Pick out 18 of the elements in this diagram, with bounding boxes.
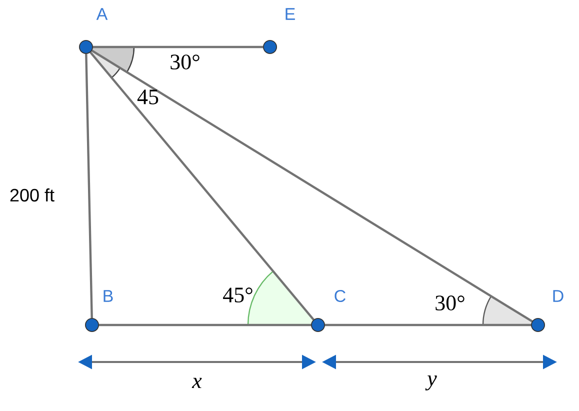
node-label: B bbox=[104, 290, 113, 302]
node-label: C bbox=[334, 290, 346, 302]
variable-label: y bbox=[425, 376, 437, 390]
angle-label: 30° bbox=[436, 296, 464, 310]
angle-label: 45 bbox=[137, 90, 158, 104]
line-segment bbox=[98, 324, 312, 326]
angle-label: 30° bbox=[170, 54, 200, 70]
line-segment bbox=[90, 52, 314, 320]
variable-label: x bbox=[192, 378, 202, 388]
line-segment bbox=[85, 54, 93, 318]
node-label: A bbox=[96, 8, 108, 20]
line-segment bbox=[91, 50, 533, 322]
line-segment bbox=[324, 324, 532, 326]
node-label: D bbox=[553, 290, 564, 302]
angle-label: 45° bbox=[223, 288, 252, 302]
length-label: 200 ft bbox=[10, 188, 54, 202]
line-segment bbox=[92, 46, 264, 48]
node-label: E bbox=[286, 8, 295, 20]
